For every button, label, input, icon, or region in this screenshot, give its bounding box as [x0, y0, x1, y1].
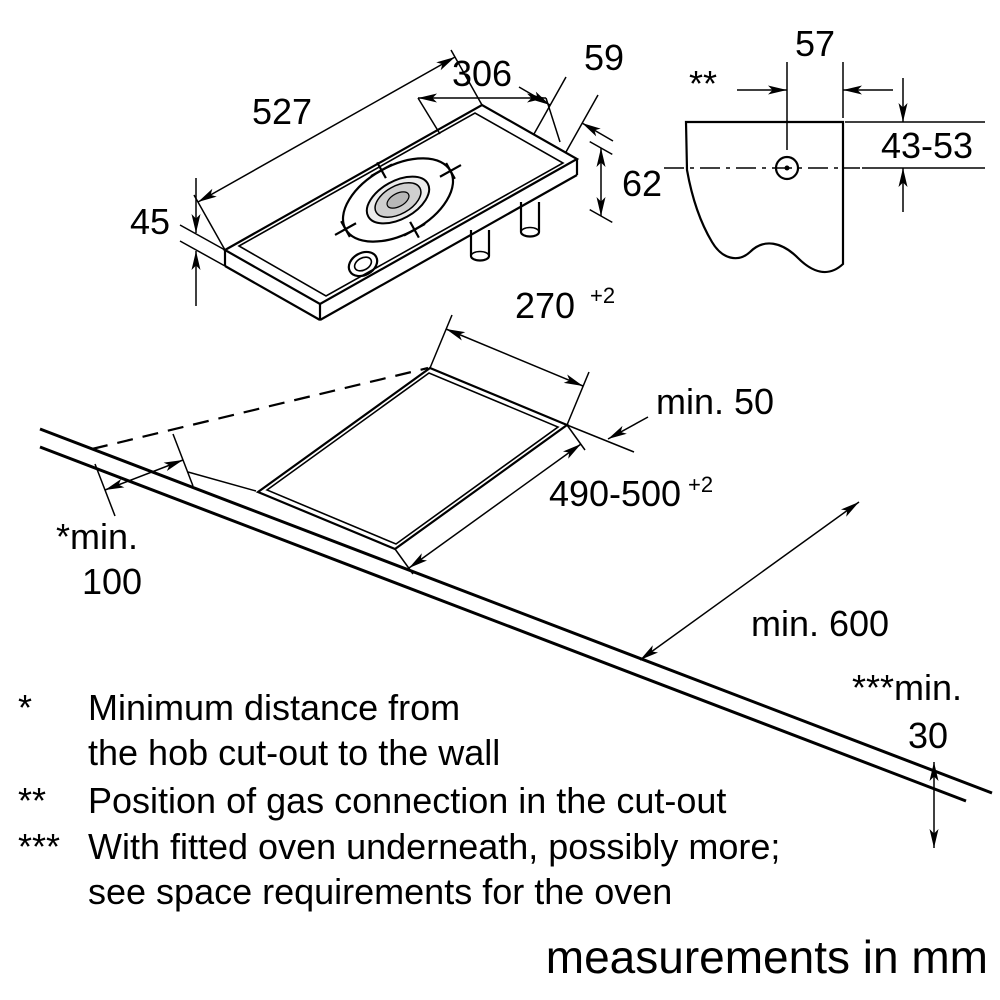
hob-perspective-view: 527 306 59 62 45 [130, 37, 662, 321]
dim-57: 57 [737, 23, 893, 150]
dim-306-label: 306 [452, 53, 512, 94]
dim-min50-label: min. 50 [656, 381, 774, 422]
worktop-front-edge-bottom [39, 445, 967, 803]
worktop-front-edge-top [39, 427, 993, 795]
gas-detail-marker: ** [689, 63, 717, 104]
hob-feet [469, 202, 541, 262]
dim-490-500-tolerance: +2 [688, 472, 713, 497]
dim-hob-height-45: 45 [130, 178, 226, 306]
dim-57-label: 57 [795, 23, 835, 64]
dim-43-53: 43-53 [845, 78, 985, 212]
note2-line1: Position of gas connection in the cut-ou… [88, 780, 726, 821]
dim-min-30: ***min. 30 [852, 667, 962, 848]
note1-marker: * [18, 687, 32, 728]
dim-527-label: 527 [252, 91, 312, 132]
dim-edge-offset-59: 59 [518, 37, 624, 153]
dim-62-label: 62 [622, 163, 662, 204]
hob-knob [347, 250, 379, 278]
worktop-cutout-view: 270 +2 min. 50 490-500 +2 *min. 100 min.… [39, 283, 993, 848]
dim-59-label: 59 [584, 37, 624, 78]
note3-marker: *** [18, 826, 60, 867]
gas-connection-detail: 57 ** 43-53 [664, 23, 985, 274]
dim-45-label: 45 [130, 201, 170, 242]
units-note: measurements in mm [546, 931, 988, 983]
dim-total-width-527: 527 [193, 49, 483, 251]
note2-marker: ** [18, 780, 46, 821]
dim-270-label: 270 [515, 285, 575, 326]
footnotes: * Minimum distance from the hob cut-out … [18, 687, 988, 983]
dim-43-53-label: 43-53 [881, 125, 973, 166]
dim-490-500-label: 490-500 [549, 473, 681, 514]
worktop-fragment [684, 120, 845, 274]
dim-panel-width-306: 306 [417, 53, 561, 143]
note1-line1: Minimum distance from [88, 687, 460, 728]
dim-min30-label: ***min. [852, 667, 962, 708]
dim-cutout-width-270: 270 +2 [429, 283, 615, 426]
dim-270-tolerance: +2 [590, 283, 615, 308]
note1-line2: the hob cut-out to the wall [88, 732, 500, 773]
alignment-dashed-line [91, 366, 429, 451]
dim-min-600: min. 600 [639, 501, 889, 661]
note3-line1: With fitted oven underneath, possibly mo… [88, 826, 780, 867]
dim-min30-value: 30 [908, 715, 948, 756]
dim-min100-value: 100 [82, 561, 142, 602]
note3-line2: see space requirements for the oven [88, 871, 672, 912]
dim-min100-label: *min. [56, 516, 138, 557]
gas-hole [774, 155, 800, 181]
gas-hole-center [784, 165, 790, 171]
dim-min600-label: min. 600 [751, 603, 889, 644]
dim-min-50: min. 50 [566, 381, 774, 453]
dim-connection-height-62: 62 [589, 140, 662, 224]
dim-min-100: *min. 100 [56, 433, 257, 602]
